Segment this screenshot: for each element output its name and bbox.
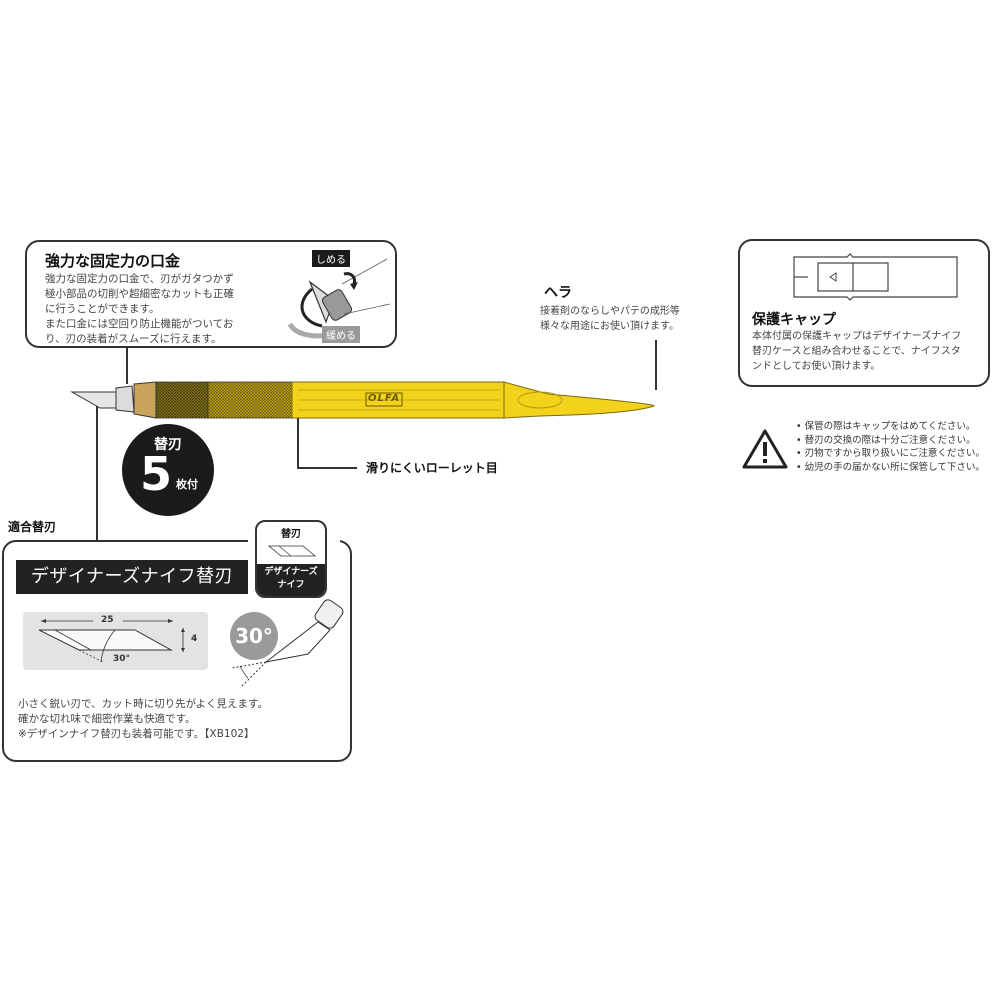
knurl-leader-vertical (297, 418, 299, 468)
blade-type-banner: デザイナーズナイフ替刃 (16, 560, 248, 594)
spatula-leader-line (655, 340, 657, 390)
warning-list: 保管の際はキャップをはめてください。 替刃の交換の際は十分ご注意ください。 刃物… (796, 420, 985, 474)
ferrule-callout: 強力な固定力の口金 強力な固定力の口金で、刃がガタつかず 極小部品の切削や超細密… (25, 240, 397, 348)
blade-card-icon (267, 545, 317, 557)
cap-description: 本体付属の保護キャップはデザイナーズナイフ 替刃ケースと組み合わせることで、ナイ… (752, 331, 962, 372)
warning-item: 刃物ですから取り扱いにご注意ください。 (796, 447, 985, 461)
knurl-label: 滑りにくいローレット目 (366, 461, 498, 475)
designer-knife-illustration (70, 381, 655, 419)
blade-package-card: 替刃 デザイナーズ ナイフ (255, 520, 327, 598)
blade-card-footer-line1: デザイナーズ (264, 567, 318, 577)
ferrule-description: 強力な固定力の口金で、刃がガタつかず 極小部品の切削や超細密なカットも正確 に行… (45, 273, 234, 345)
cap-title: 保護キャップ (752, 312, 836, 328)
spare-badge-unit: 枚付 (176, 478, 198, 491)
loosen-label: 緩める (322, 326, 360, 343)
warning-triangle-icon (742, 429, 788, 469)
spare-badge-top: 替刃 (154, 437, 182, 453)
angle-badge: 30° (230, 612, 278, 660)
cap-callout: 保護キャップ 本体付属の保護キャップはデザイナーズナイフ 替刃ケースと組み合わせ… (738, 239, 990, 387)
spatula-title: ヘラ (544, 285, 572, 301)
blade-length-label: 25 (101, 615, 114, 625)
protective-cap-illustration (793, 253, 958, 301)
compatible-blade-label: 適合替刃 (8, 520, 57, 534)
knurl-leader-horizontal (297, 467, 357, 469)
blade-dimension-diagram (38, 619, 185, 663)
ferrule-leader-line (126, 348, 128, 384)
brand-logo: OLFA (368, 393, 401, 404)
ferrule-illustration: しめる 緩める (282, 244, 392, 344)
blade-angle-illustration (231, 599, 344, 686)
blade-card-footer-line2: ナイフ (277, 580, 305, 590)
blade-card-footer: デザイナーズ ナイフ (257, 564, 325, 596)
angle-badge-value: 30° (235, 624, 273, 648)
blade-compat-note: ※デザインナイフ替刃も装着可能です。【XB102】 (18, 728, 255, 740)
blade-width-label: 4 (191, 634, 198, 644)
blade-dimension-panel: 25 4 30° (23, 612, 208, 670)
spatula-description: 接着剤のならしやパテの成形等 様々な用途にお使い頂けます。 (540, 306, 680, 332)
blade-leader-line (96, 406, 98, 540)
warning-item: 保管の際はキャップをはめてください。 (796, 420, 985, 434)
spare-blades-badge: 替刃 5 枚付 (122, 424, 214, 516)
blade-card-header: 替刃 (281, 529, 301, 540)
spare-badge-count: 5 (140, 447, 173, 501)
ferrule-title: 強力な固定力の口金 (45, 252, 181, 270)
warning-item: 替刃の交換の際は十分ご注意ください。 (796, 434, 985, 448)
tighten-label: しめる (312, 250, 350, 267)
blade-description: 小さく鋭い刃で、カット時に切り先がよく見えます。 確かな切れ味で細密作業も快適で… (18, 698, 269, 725)
blade-angle-label: 30° (113, 654, 131, 664)
warning-item: 幼児の手の届かない所に保管して下さい。 (796, 461, 985, 475)
